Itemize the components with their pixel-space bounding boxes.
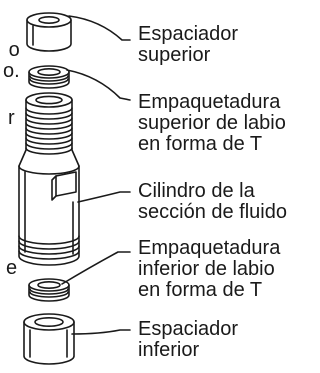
label-upper-spacer-line-1: Espaciador <box>138 23 239 45</box>
label-upper-spacer: Espaciador superior <box>138 24 238 66</box>
cropped-text-left-upper-line-2: o. <box>3 60 20 82</box>
label-lower-spacer-line-1: Espaciador <box>138 318 239 340</box>
upper-packing-part <box>28 65 70 89</box>
label-lower-packing-line-1: Empaquetadura <box>138 237 281 259</box>
cropped-text-left-lower: e <box>6 257 18 279</box>
label-cylinder: Cilindro de la sección de fluido <box>138 181 287 223</box>
label-upper-packing: Empaquetadura superior de labio en forma… <box>138 92 286 155</box>
label-cylinder-line-1: Cilindro de la <box>138 180 255 202</box>
label-cylinder-line-2: sección de fluido <box>138 201 287 223</box>
leader-lower-packing <box>61 251 131 285</box>
label-upper-spacer-line-2: superior <box>138 44 211 66</box>
cropped-text-left-upper: o o. <box>3 39 20 82</box>
label-upper-packing-line-1: Empaquetadura <box>138 91 281 113</box>
label-lower-packing-line-2: inferior de labio <box>138 258 275 280</box>
lower-spacer-part <box>23 313 75 365</box>
label-upper-packing-line-2: superior de labio <box>138 112 286 134</box>
label-lower-spacer-line-2: inferior <box>138 339 200 361</box>
cropped-text-left-upper-line-1: o <box>8 39 20 61</box>
label-lower-packing-line-3: en forma de T <box>138 279 263 301</box>
leader-cylinder <box>77 191 131 203</box>
leader-upper-spacer <box>68 15 131 41</box>
upper-spacer-part <box>26 12 72 52</box>
label-lower-packing: Empaquetadura inferior de labio en forma… <box>138 238 280 301</box>
cropped-text-left-middle: r <box>8 107 15 129</box>
label-upper-packing-line-3: en forma de T <box>138 133 263 155</box>
label-lower-spacer: Espaciador inferior <box>138 319 238 361</box>
cylinder-part <box>18 92 80 266</box>
lower-packing-part <box>28 278 70 302</box>
leader-upper-packing <box>66 69 131 101</box>
leader-lower-spacer <box>71 329 131 335</box>
